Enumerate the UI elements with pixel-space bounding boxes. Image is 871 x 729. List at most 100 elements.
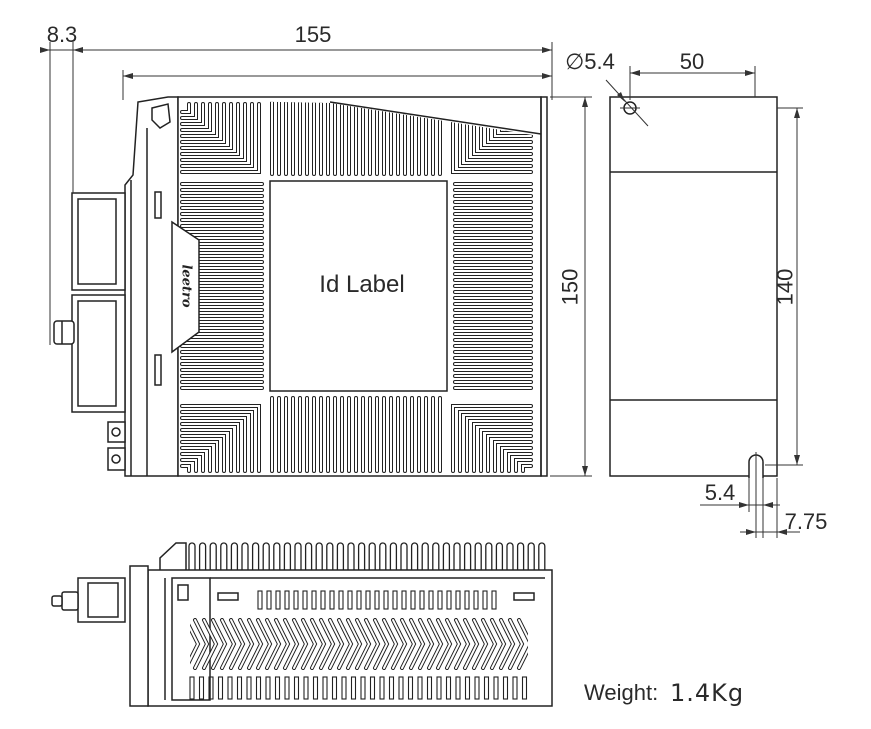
chevron-vent: [265, 618, 282, 670]
vent-slot: [365, 590, 371, 610]
heatsink-fin-corner-gap: [452, 405, 532, 472]
chevron-vent: [400, 618, 417, 670]
dim-hole-diameter: ∅5.4: [565, 49, 615, 74]
heatsink-fin-corner-gap: [452, 100, 532, 173]
chevron-vent-gap: [248, 619, 263, 669]
heatsink-fin-corner-gap: [181, 103, 218, 137]
chevron-vent-gap: [212, 619, 227, 669]
chevron-vent: [364, 618, 381, 670]
heatsink-fin-corner-gap: [181, 423, 239, 472]
vent-slot: [360, 676, 366, 700]
side-body: [609, 96, 778, 477]
chevron-vent-gap: [221, 619, 236, 669]
chevron-vent: [310, 618, 327, 670]
heatsink-fin-corner: [493, 440, 533, 473]
heatsink-fin-corner-gap: [522, 465, 532, 472]
connector-lower: [71, 294, 126, 413]
heatsink-fin-corner: [180, 102, 240, 156]
chevron-vent: [490, 618, 507, 670]
side-view: ∅5.4 50 140 5.4 7.75: [565, 49, 827, 538]
heatsink-fin-corner-gap: [508, 453, 532, 472]
heatsink-fin-corner-gap: [181, 429, 232, 472]
vent-slot: [502, 676, 509, 700]
chevron-vent-gap: [428, 619, 443, 669]
arrow: [123, 73, 133, 79]
dim-overall-height: 150: [558, 269, 583, 306]
heatsink-fin-corner-gap: [480, 429, 532, 472]
chevron-vent: [454, 618, 471, 670]
dim-overall-width: 155: [295, 22, 332, 47]
weight-label: Weight:: [584, 680, 658, 705]
heatsink-fin-corner-gap: [501, 447, 532, 472]
heatsink-fin-corner: [465, 416, 533, 473]
chevron-vent-gap: [194, 619, 209, 669]
heatsink-fin-corner: [451, 100, 533, 174]
chevron-vent: [193, 618, 210, 670]
chevron-vent: [409, 618, 426, 670]
arrow: [582, 466, 588, 476]
chevron-vent: [481, 618, 498, 670]
bottom-small-square: [177, 584, 189, 601]
bottom-tab-right: [513, 592, 535, 601]
chevron-vent-gap: [437, 619, 452, 669]
heatsink-fin-corner-gap: [473, 423, 532, 472]
chevron-vent-gap: [518, 619, 528, 669]
chevron-vent: [229, 618, 246, 670]
terminal-lower: [107, 447, 126, 471]
chevron-vent: [292, 618, 309, 670]
heatsink-fin-corner: [500, 446, 533, 473]
heatsink-fin-corner: [180, 446, 212, 473]
panel-hook: [151, 103, 171, 129]
bottom-chevron-vents: [190, 618, 528, 670]
heatsink-fin-corner-gap: [494, 441, 532, 472]
dim-pin-offset: 8.3: [47, 22, 78, 47]
vent-slot: [303, 676, 309, 700]
chevron-vent-gap: [482, 619, 497, 669]
heatsink-fin-corner-gap: [181, 103, 197, 119]
vent-slot: [320, 590, 326, 610]
panel-slot-upper: [154, 191, 162, 219]
chevron-vent-gap: [365, 619, 380, 669]
heatsink-fin-corner-gap: [181, 103, 204, 125]
vent-slot: [227, 676, 233, 700]
chevron-vent: [382, 618, 399, 670]
vent-slot: [189, 676, 195, 700]
arrow: [763, 502, 773, 508]
chevron-vent: [283, 618, 300, 670]
arrow: [40, 47, 50, 53]
heatsink-fin-corner-gap: [181, 103, 232, 149]
heatsink-fin-corner: [180, 102, 191, 114]
vent-slot: [275, 590, 281, 610]
chevron-vent-gap: [329, 619, 344, 669]
heatsink-fin-corner-gap: [181, 441, 218, 472]
vent-slot: [347, 590, 353, 610]
vent-slot: [265, 676, 271, 700]
heatsink-fin-corner: [180, 458, 198, 473]
weight-value: 1.4Kg: [670, 679, 744, 707]
heatsink-fin-corner: [180, 410, 254, 473]
bottom-connector-inner: [87, 582, 119, 618]
vent-slot: [198, 676, 205, 700]
chevron-vent-gap: [464, 619, 479, 669]
vent-slot: [521, 676, 528, 700]
bottom-tab-left: [217, 592, 239, 601]
heatsink-fin-corner-gap: [181, 411, 253, 472]
chevron-vent: [301, 618, 318, 670]
vent-slot: [464, 590, 470, 610]
front-panel: [124, 96, 179, 477]
chevron-vent: [418, 618, 435, 670]
chevron-vent-gap: [473, 619, 488, 669]
chevron-vent-gap: [293, 619, 308, 669]
chevron-vent-gap: [302, 619, 317, 669]
bottom-left-block: [171, 577, 211, 701]
heatsink-fin-corner: [180, 434, 226, 473]
chevron-vent: [472, 618, 489, 670]
connector-upper: [71, 192, 126, 291]
heatsink-fin-corner: [180, 416, 247, 473]
heatsink-fin-corner: [180, 102, 212, 132]
arrow: [630, 70, 640, 76]
arrow: [794, 108, 800, 118]
heatsink-fin-corner: [486, 434, 533, 473]
heatsink-fin-corner-gap: [515, 459, 532, 472]
